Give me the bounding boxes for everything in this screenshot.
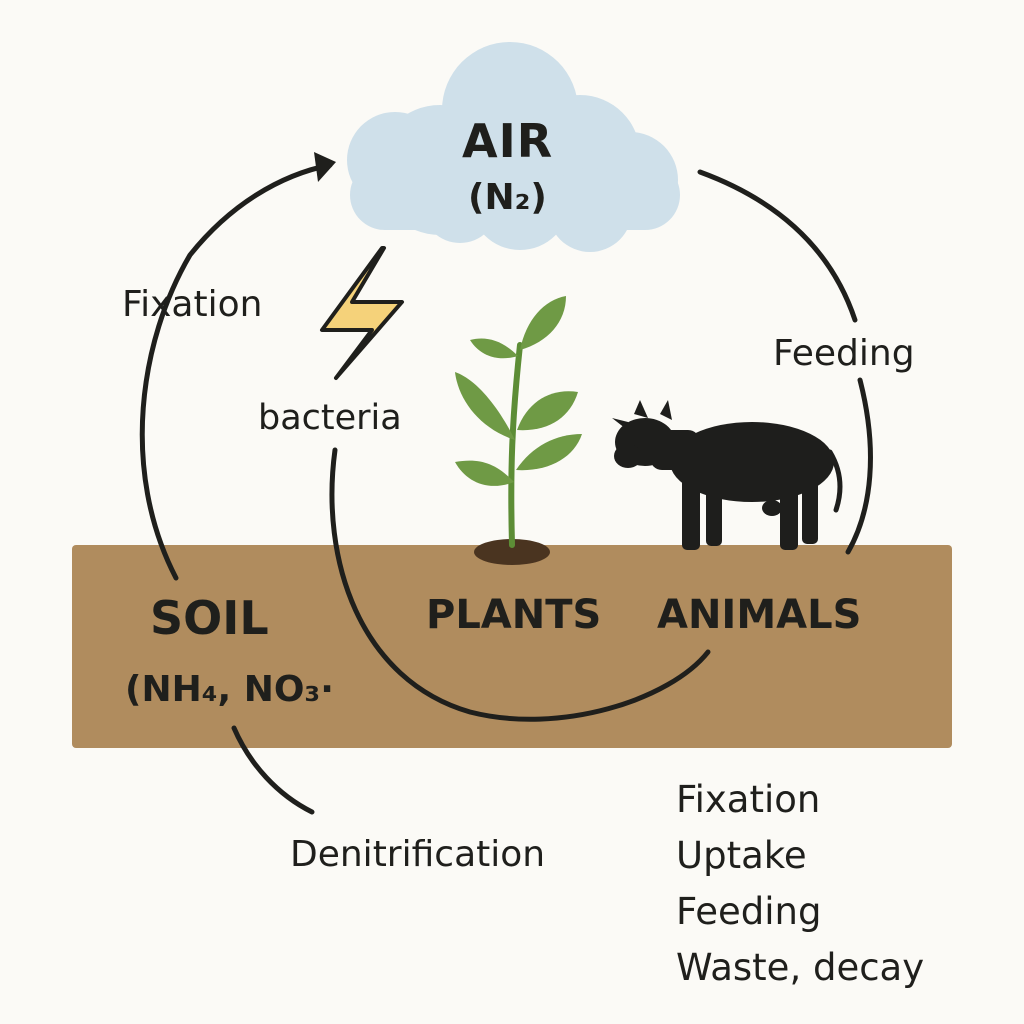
legend-item: Feeding xyxy=(676,890,822,933)
feeding-arc xyxy=(697,169,873,555)
animals-label: ANIMALS xyxy=(657,592,862,638)
denitrification-label: Denitrification xyxy=(290,834,546,875)
legend-item: Uptake xyxy=(676,834,807,877)
uptake-loop-arc xyxy=(329,447,711,722)
plants-label: PLANTS xyxy=(426,592,602,638)
air-formula: (N₂) xyxy=(468,177,547,218)
air-title: AIR xyxy=(462,114,554,168)
fixation-arrowhead xyxy=(314,152,336,182)
feeding-label: Feeding xyxy=(773,333,915,374)
soil-title: SOIL xyxy=(150,591,269,645)
seedling-icon xyxy=(455,296,582,565)
bacteria-label: bacteria xyxy=(258,398,402,438)
soil-formula: (NH₄, NO₃· xyxy=(125,669,334,710)
fixation-label: Fixation xyxy=(122,284,263,325)
cow-icon xyxy=(612,400,843,550)
process-legend: Fixation Uptake Feeding Waste, decay xyxy=(676,780,924,1004)
legend-item: Waste, decay xyxy=(676,946,925,989)
denitrification-arc xyxy=(231,725,315,815)
soil-band xyxy=(72,545,952,748)
cloud-icon xyxy=(347,42,680,252)
fixation-arrow xyxy=(139,162,333,581)
legend-item: Fixation xyxy=(676,778,821,821)
lightning-bolt-icon xyxy=(320,246,404,380)
